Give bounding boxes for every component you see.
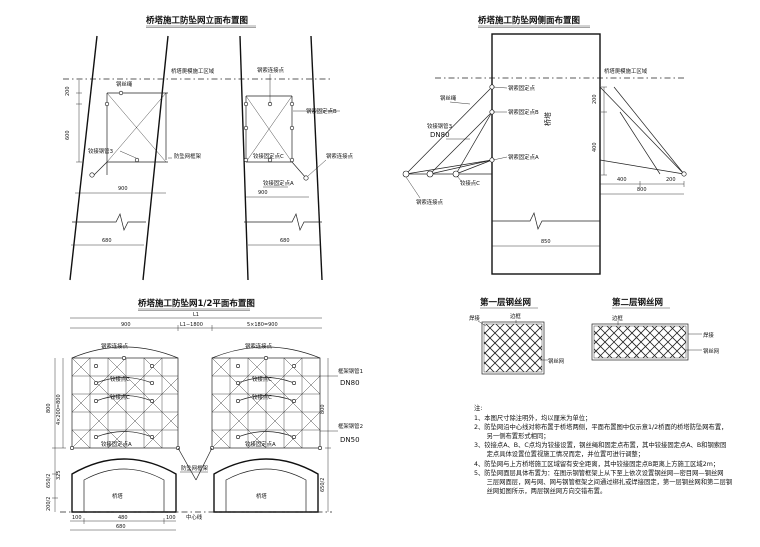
elev-net-frame: 防坠网框架 [174, 152, 202, 160]
plan-tower-right: 桥塔 [256, 492, 267, 500]
layer1-mesh: 第一层钢丝网 边框 焊接 钢丝网 [469, 297, 564, 375]
plan-dim-100a: 100 [72, 515, 82, 521]
plan-cable-conn-left: 钢索连接点 [101, 342, 129, 350]
plan-dim-325: 325 [56, 470, 62, 480]
side-drawing: 桥塔施工防坠网侧面布置图 桥塔爬模施工区域 桥塔 [402, 15, 687, 275]
plan-dim-680: 680 [116, 524, 126, 530]
plan-dim-5x180: 5×180=900 [247, 322, 278, 328]
plan-title: 桥塔施工防坠网1/2平面布置图 [138, 298, 255, 309]
side-dim-800: 800 [637, 187, 647, 193]
layer1-weld: 焊接 [469, 314, 480, 322]
layer2-mesh: 第二层钢丝网 边框 焊接 钢丝网 [591, 297, 719, 361]
plan-hinge-c-right-2: 铰接点C [252, 393, 272, 401]
note-line: 丝网如图所示，两层钢丝网方向交错布置。 [474, 487, 607, 495]
plan-hinge-c-left: 铰接点C [110, 375, 130, 383]
side-right-fan [599, 86, 687, 177]
side-zone-label: 桥塔爬模施工区域 [604, 67, 648, 75]
layer2-title: 第二层钢丝网 [612, 297, 663, 308]
side-fix-a: 钢索固定点A [508, 153, 539, 161]
plan-net-frame: 防坠网框架 [181, 464, 209, 472]
side-fix-c: 铰接点C [460, 179, 480, 187]
elev-fix-c: 铰接固定点C [253, 152, 284, 160]
plan-dim-L1: L1 [193, 312, 199, 318]
plan-hinge-a-right: 铰接固定点A [245, 440, 276, 448]
plan-dim-4x200: 4×200=800 [56, 394, 62, 425]
plan-dn50: DN50 [340, 436, 360, 444]
elev-cable-point: 钢索连接点 [257, 66, 285, 74]
side-dim-200b: 200 [666, 177, 676, 183]
layer2-net: 钢丝网 [703, 347, 719, 355]
plan-left-net [70, 346, 181, 450]
side-dim-200a: 200 [592, 94, 598, 104]
notes-block: 注: 1、本图尺寸除注明外，均以厘米为单位； 2、防坠网沿中心线对称布置于桥塔两… [474, 404, 756, 496]
plan-towers [71, 458, 319, 513]
plan-dim-100b: 100 [166, 515, 176, 521]
side-left-fan [402, 84, 495, 178]
plan-dim-650-2-right: 650/2 [320, 478, 326, 492]
notes-heading: 注: [474, 405, 483, 412]
elev-dim-900a: 900 [118, 186, 128, 192]
plan-tower-left: 桥塔 [112, 492, 123, 500]
elev-steel-pipe-3: 铰接钢管3 [88, 147, 113, 155]
note-line: 2、防坠网沿中心线对称布置于桥塔两侧，平面布置图中仅示意1/2桥面的桥塔防坠网布… [474, 424, 728, 432]
plan-dim-480: 480 [118, 515, 128, 521]
layer2-diamond-mesh [594, 326, 686, 358]
plan-drawing: 桥塔施工防坠网1/2平面布置图 L1 900 L1−1800 5×180=900 [46, 298, 363, 531]
plan-frame-pipe-1: 框架钢管1 [338, 367, 363, 375]
elev-left-net [89, 90, 168, 178]
plan-dim-650-2-left: 650/2 [46, 474, 52, 488]
elev-steel-wire: 钢丝绳 [116, 80, 133, 88]
side-dim-850: 850 [541, 239, 551, 245]
side-cable-conn: 钢索连接点 [416, 198, 444, 206]
layer2-frame: 边框 [612, 314, 623, 322]
side-title: 桥塔施工防坠网侧面布置图 [478, 15, 580, 26]
plan-hinge-c-left-2: 铰接点C [110, 393, 130, 401]
elev-right-net [243, 95, 309, 181]
layer1-net: 钢丝网 [548, 357, 564, 365]
note-line: 3、铰接点A、B、C点均为铰接设置，钢丝绳和固定点布置，其中铰接固定点A、B和钢… [474, 442, 727, 450]
note-line: 三层网面层，网与网、网与钢管框架之间通过绑扎或焊接固定，第一层钢丝网和第二层钢 [474, 478, 733, 486]
layer1-diamond-mesh [484, 324, 542, 372]
note-line: 4、防坠网与上方桥塔施工区域留有安全距离，其中铰接固定点B距离上方施工区域2m； [474, 460, 720, 468]
elev-fix-a: 铰接固定点A [263, 179, 294, 187]
side-dim-400b: 400 [617, 177, 627, 183]
note-line: 定点具体设置位置视施工情况而定，并位置可进行调整； [474, 451, 645, 459]
plan-dim-800-right: 800 [320, 404, 326, 414]
note-line: 1、本图尺寸除注明外，均以厘米为单位； [474, 415, 592, 423]
elev-zone-label: 桥塔爬模施工区域 [171, 67, 215, 75]
plan-cable-conn-right: 钢索连接点 [245, 342, 273, 350]
elev-cable-conn: 钢索连接点 [326, 152, 354, 160]
note-line: 另一侧布置形式相同； [474, 433, 550, 441]
elev-dim-900b: 900 [258, 190, 268, 196]
plan-centerline: 中心线 [186, 513, 203, 521]
plan-dn80: DN80 [340, 379, 360, 387]
layer2-weld: 焊接 [703, 331, 714, 339]
elev-dim-200: 200 [65, 86, 71, 96]
elevation-title: 桥塔施工防坠网立面布置图 [146, 15, 248, 26]
side-dim-400a: 400 [592, 142, 598, 152]
plan-frame-pipe-2: 框架钢管2 [338, 422, 363, 430]
layer1-title: 第一层钢丝网 [480, 297, 531, 308]
side-fix-point: 钢索固定点 [508, 84, 536, 92]
side-dn80: DN80 [430, 131, 450, 139]
plan-hinge-c-right: 铰接点C [252, 375, 272, 383]
note-line: 5、防坠网面层具体布置为：在图示钢管框架上从下至上依次设置钢丝网—密目网—钢丝网 [474, 469, 724, 477]
plan-dim-900: 900 [121, 322, 131, 328]
side-steel-wire: 钢丝绳 [440, 94, 457, 102]
elev-dim-680a: 680 [102, 238, 112, 244]
elev-dim-680b: 680 [280, 238, 290, 244]
layer1-frame: 边框 [510, 312, 521, 320]
plan-dim-200-2: 200/2 [46, 497, 52, 511]
plan-right-net [210, 346, 322, 450]
elevation-drawing: 桥塔施工防坠网立面布置图 桥塔爬模施工区域 [63, 15, 354, 281]
elev-dim-600: 600 [65, 130, 71, 140]
side-fix-b: 钢索固定点B [508, 108, 539, 116]
plan-dim-L1-1800: L1−1800 [180, 322, 203, 328]
plan-hinge-a-left: 铰接固定点A [101, 440, 132, 448]
side-tower: 桥塔 [543, 112, 552, 126]
plan-dim-800-left: 800 [46, 403, 52, 413]
side-steel-pipe-3: 铰接钢管3 [427, 122, 452, 130]
